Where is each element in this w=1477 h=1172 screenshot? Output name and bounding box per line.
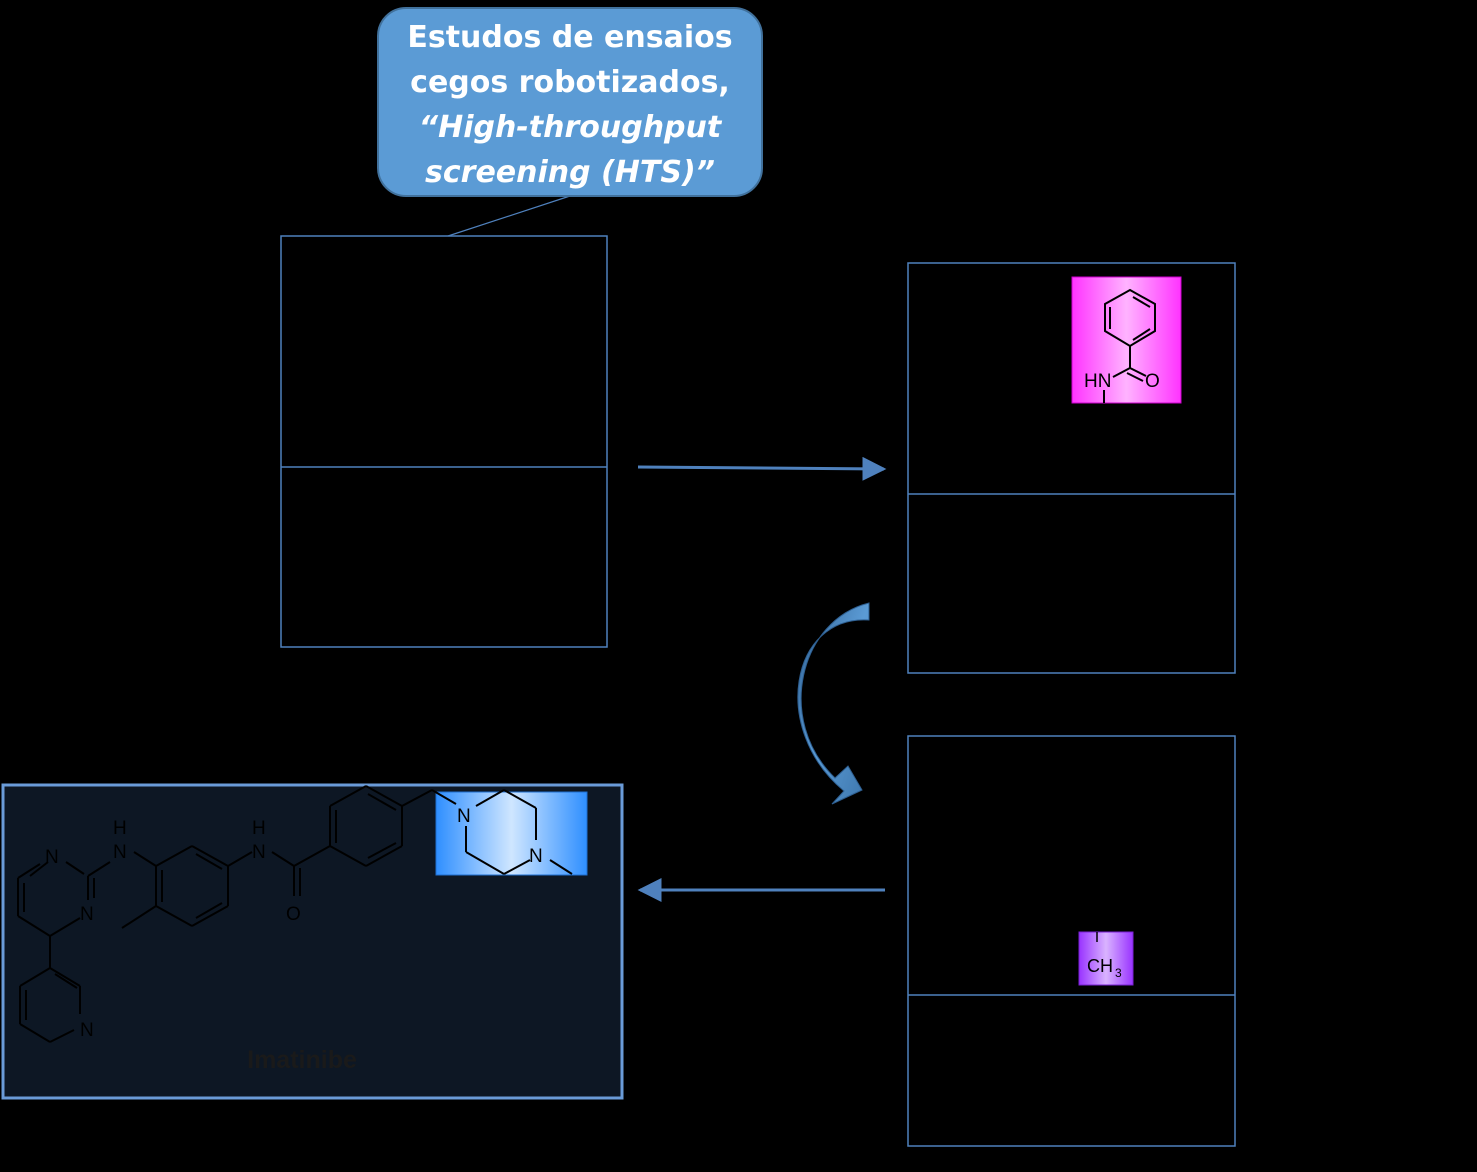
panel-hit-compound bbox=[280, 235, 608, 648]
benzamide-hn-label: HN bbox=[1084, 371, 1111, 392]
panel-hit-frame bbox=[280, 235, 608, 648]
imatinib-n-pyridine: N bbox=[80, 1020, 94, 1041]
methyl-subscript: 3 bbox=[1115, 966, 1122, 980]
methyl-ch-label: CH bbox=[1087, 956, 1113, 976]
imatinib-nh1-h: H bbox=[113, 818, 127, 839]
benzamide-highlight bbox=[1071, 276, 1182, 404]
callout-line-4: screening (HTS)” bbox=[425, 155, 715, 190]
imatinib-o-amide: O bbox=[286, 904, 301, 925]
hts-callout: Estudos de ensaios cegos robotizados, “H… bbox=[377, 7, 763, 237]
panel-methyl-compound: CH 3 bbox=[907, 735, 1236, 1147]
callout-line-3: “High-throughput bbox=[419, 110, 723, 145]
imatinib-n-pyr1: N bbox=[45, 847, 59, 868]
imatinib-n-pip2: N bbox=[529, 846, 543, 867]
benzamide-o-label: O bbox=[1145, 371, 1160, 392]
panel-benzamide-frame bbox=[907, 262, 1236, 674]
callout-line-2: cegos robotizados, bbox=[410, 65, 730, 100]
imatinib-n-pip1: N bbox=[457, 806, 471, 827]
imatinib-n-pyr2: N bbox=[80, 904, 94, 925]
benzamide-structure: HN O bbox=[1084, 288, 1160, 403]
callout-pointer bbox=[447, 195, 571, 237]
imatinib-nh2-h: H bbox=[252, 818, 266, 839]
methyl-highlight bbox=[1078, 931, 1134, 986]
panel-methyl-frame bbox=[907, 735, 1236, 1147]
imatinib-nh1-n: N bbox=[113, 842, 127, 863]
callout-line-1: Estudos de ensaios bbox=[407, 20, 732, 55]
imatinib-name: Imatinibe bbox=[247, 1046, 357, 1074]
imatinib-structure: N N H N N bbox=[17, 785, 573, 1074]
imatinib-nh2-n: N bbox=[252, 842, 266, 863]
arrow-right-icon bbox=[637, 456, 887, 481]
panel-benzamide-compound: HN O bbox=[907, 262, 1236, 674]
piperazine-highlight bbox=[435, 791, 588, 876]
imatinib-panel: N N H N N bbox=[1, 783, 624, 1100]
callout-bubble bbox=[377, 7, 763, 197]
curved-arrow-down-icon bbox=[797, 602, 870, 805]
